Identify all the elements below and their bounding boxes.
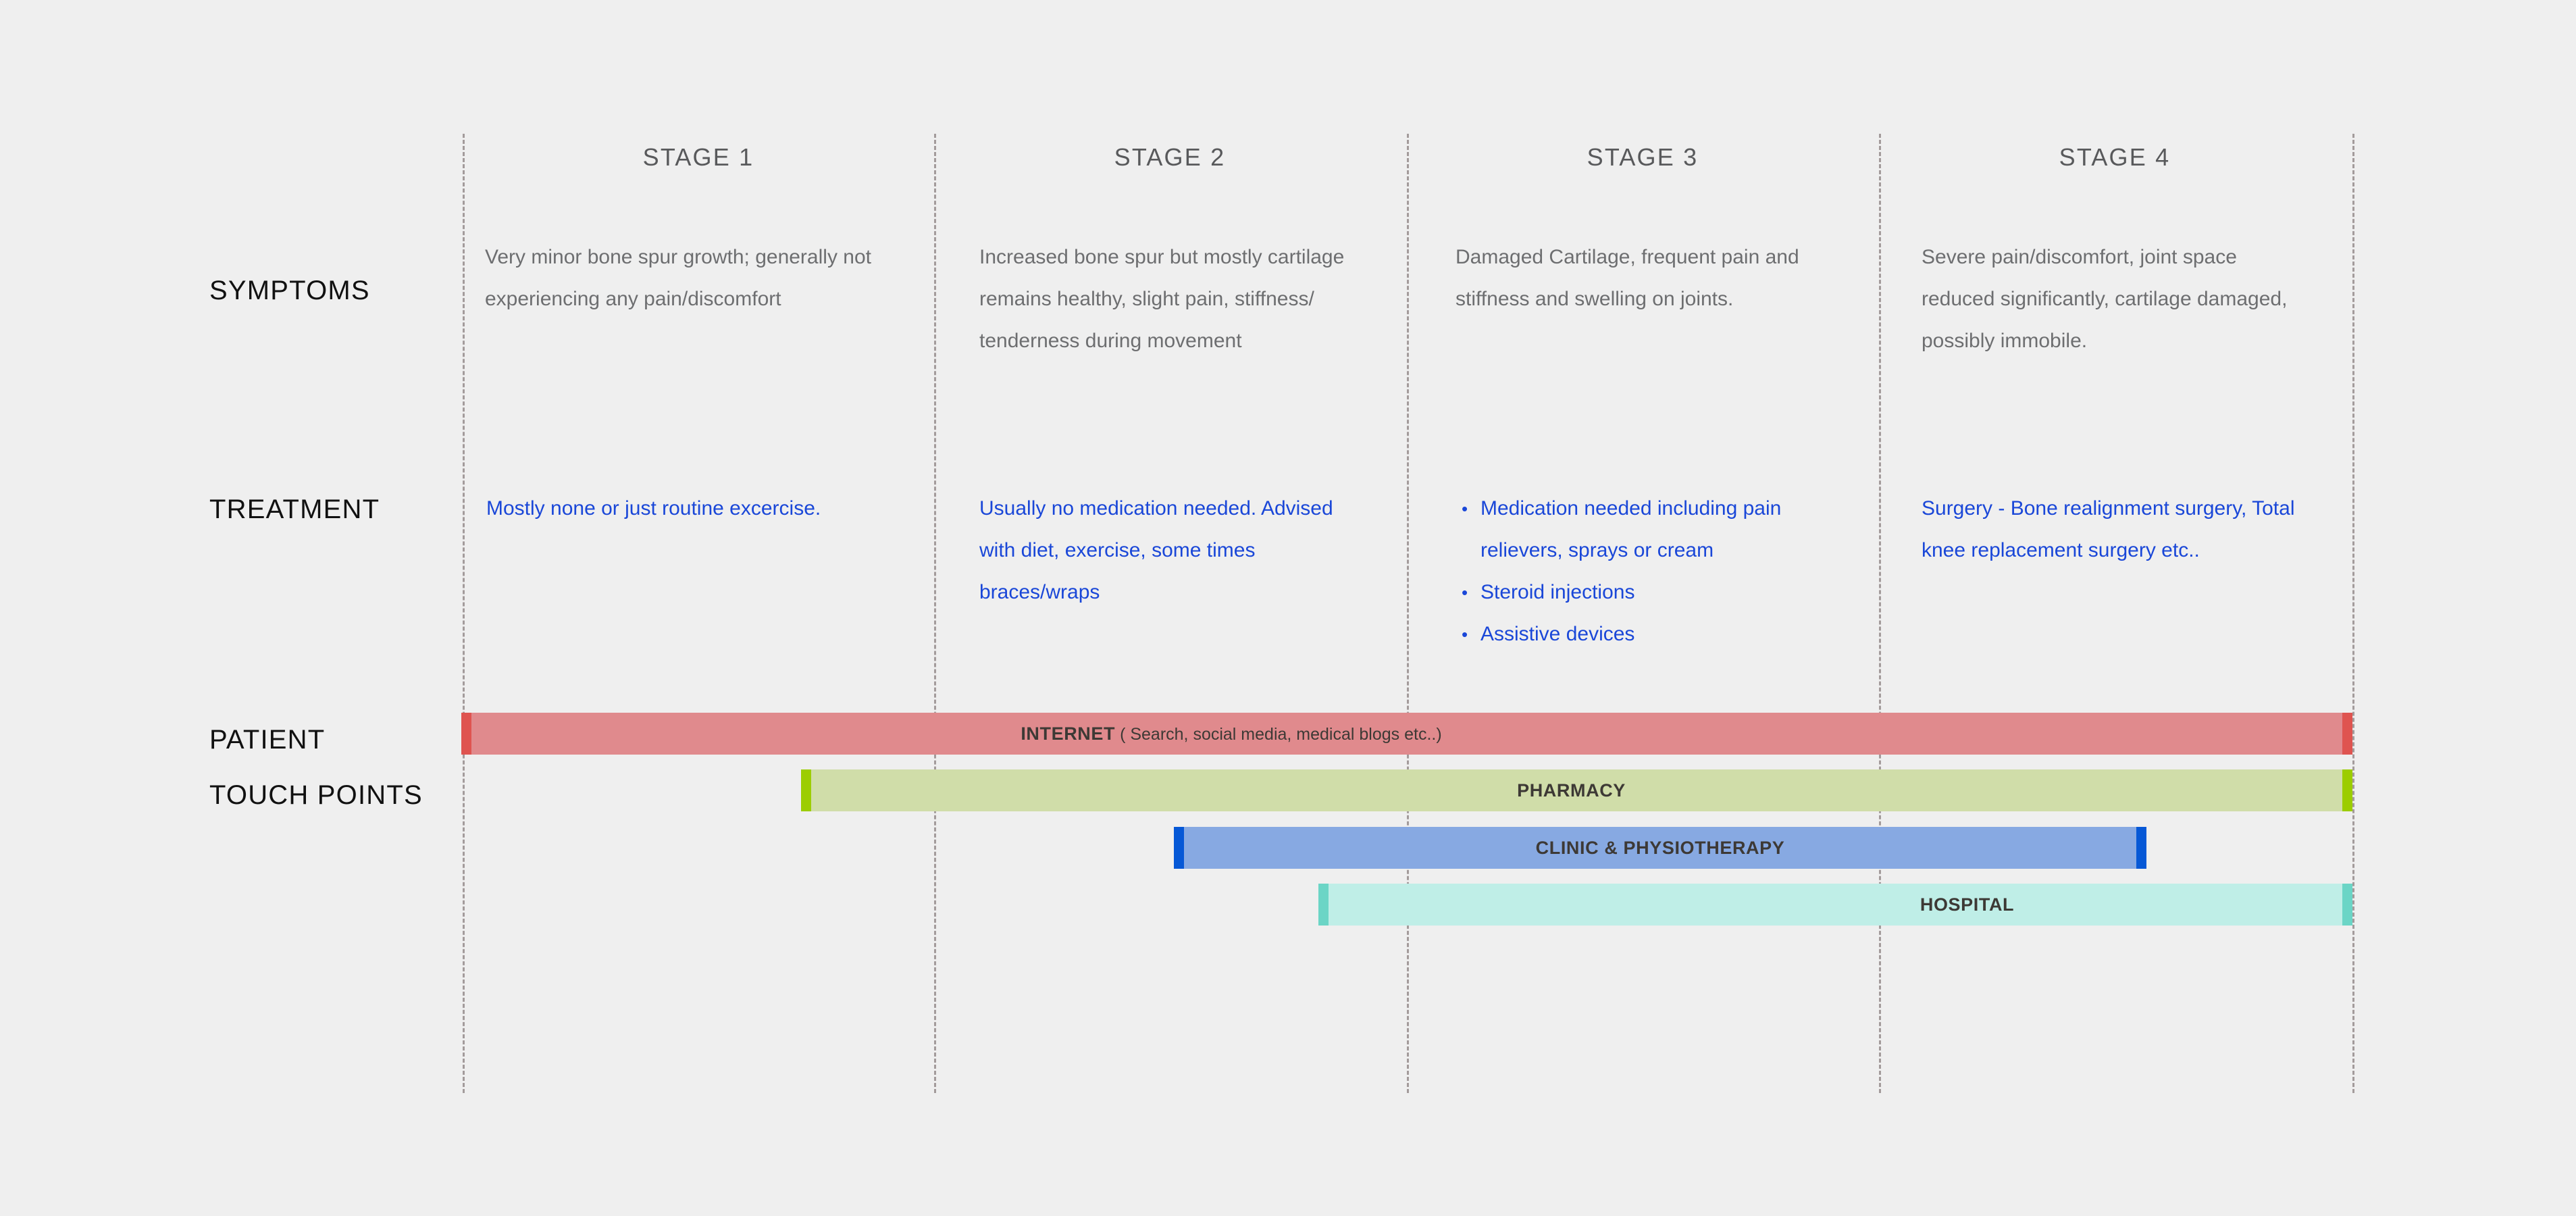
touchpoint-bar-clinic-physiotherapy[interactable]: CLINIC & PHYSIOTHERAPY [1174, 827, 2146, 869]
grid-line-4 [2352, 134, 2354, 1093]
treatment-cell-stage-4: Surgery - Bone realignment surgery, Tota… [1922, 497, 2295, 561]
grid-line-1 [934, 134, 936, 1093]
touchpoint-bar-hospital[interactable]: HOSPITAL [1318, 884, 2352, 926]
row-label-patient: PATIENT [209, 725, 326, 755]
treatment-cell-stage-1: Mostly none or just routine excercise. [486, 497, 821, 520]
row-label-symptoms: SYMPTOMS [209, 276, 370, 305]
list-item: Medication needed including pain relieve… [1459, 488, 1851, 572]
list-item: Steroid injections [1459, 572, 1851, 613]
stage-header-3: STAGE 3 [1587, 143, 1699, 171]
grid-line-0 [463, 134, 465, 1093]
bar-cap-right-pharmacy [2342, 769, 2352, 811]
stage-header-1: STAGE 1 [642, 143, 754, 171]
bar-cap-left-clinic [1174, 827, 1184, 869]
treatment-cell-stage-3: Medication needed including pain relieve… [1459, 488, 1851, 655]
touchpoint-bar-internet[interactable]: INTERNET ( Search, social media, medical… [461, 713, 2352, 755]
bar-label-hospital: HOSPITAL [1920, 894, 2015, 915]
symptoms-cell-stage-2: Increased bone spur but mostly cartilage… [979, 246, 1345, 352]
bar-cap-left-hospital [1318, 884, 1329, 926]
touchpoint-bar-pharmacy[interactable]: PHARMACY [801, 769, 2352, 811]
bar-sublabel-text: ( Search, social media, medical blogs et… [1115, 724, 1442, 744]
symptoms-cell-stage-4: Severe pain/discomfort, joint space redu… [1922, 246, 2288, 352]
bar-label-clinic-physiotherapy: CLINIC & PHYSIOTHERAPY [1535, 837, 1785, 858]
row-label-touch-points: TOUCH POINTS [209, 780, 423, 810]
bar-cap-right-clinic [2136, 827, 2146, 869]
treatment-list-stage-3: Medication needed including pain relieve… [1459, 488, 1851, 655]
bar-cap-right-hospital [2342, 884, 2352, 926]
bar-cap-left-pharmacy [801, 769, 811, 811]
bar-label-text: INTERNET [1021, 723, 1116, 744]
list-item: Assistive devices [1459, 613, 1851, 655]
bar-label-pharmacy: PHARMACY [1517, 780, 1626, 801]
symptoms-cell-stage-3: Damaged Cartilage, frequent pain and sti… [1456, 246, 1799, 310]
bar-cap-left-internet [461, 713, 471, 755]
symptoms-cell-stage-1: Very minor bone spur growth; generally n… [485, 246, 871, 310]
row-label-treatment: TREATMENT [209, 495, 380, 524]
stage-header-2: STAGE 2 [1114, 143, 1226, 171]
grid-line-3 [1879, 134, 1881, 1093]
grid-line-2 [1407, 134, 1409, 1093]
bar-label-internet: INTERNET ( Search, social media, medical… [1021, 724, 1441, 744]
treatment-cell-stage-2: Usually no medication needed. Advised wi… [979, 497, 1333, 603]
bar-cap-right-internet [2342, 713, 2352, 755]
stage-header-4: STAGE 4 [2059, 143, 2171, 171]
